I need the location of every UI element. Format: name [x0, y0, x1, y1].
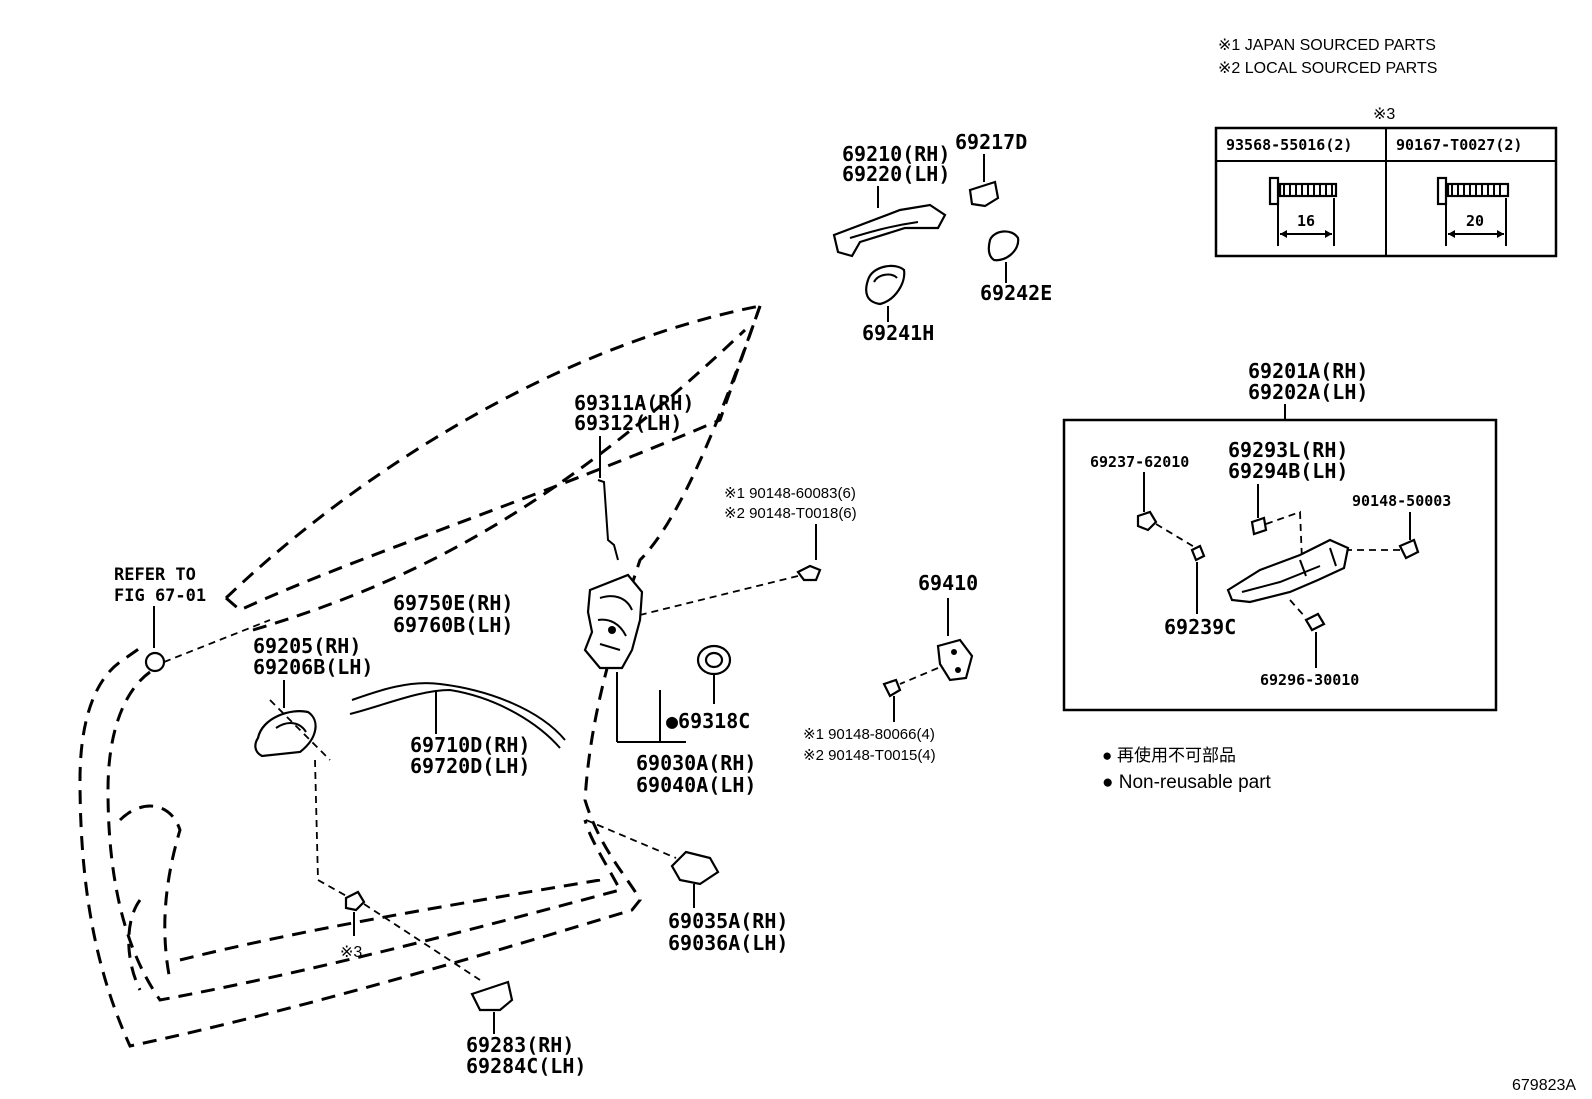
inside-handle-icon [254, 710, 317, 758]
label-69720D: 69720D(LH) [410, 754, 530, 778]
label-69710D: 69710D(RH) [410, 733, 530, 757]
note-non-reusable-en: ● Non-reusable part [1102, 772, 1272, 793]
label-69296: 69296-30010 [1260, 671, 1359, 689]
label-69220: 69220(LH) [842, 162, 950, 186]
sub-assembly-box [1062, 418, 1498, 712]
handle-frame-icon [1226, 538, 1350, 604]
label-69312: 69312(LH) [574, 411, 682, 435]
handle-pad-small-icon [987, 230, 1020, 262]
outside-handle-icon [832, 203, 947, 258]
label-69318C: ●69318C [666, 709, 750, 733]
note-japan-sourced: ※1 JAPAN SOURCED PARTS [1218, 37, 1436, 54]
handle-pad-large-icon [865, 264, 906, 306]
screw-69296-icon [1304, 612, 1326, 632]
lock-cover-icon [670, 850, 720, 886]
label-69030A: 69030A(RH) [636, 751, 756, 775]
label-refer-fig: FIG 67-01 [114, 586, 206, 606]
handle-bezel-icon [470, 980, 514, 1012]
label-69311A: 69311A(RH) [574, 391, 694, 415]
bolt-table-marker: ※3 [1373, 106, 1395, 123]
screw-90148-icon [1398, 538, 1420, 560]
label-69201A: 69201A(RH) [1248, 359, 1368, 383]
pin-69239C-icon [1190, 544, 1206, 562]
figure-id: 679823A [1512, 1077, 1576, 1094]
label-69210: 69210(RH) [842, 142, 950, 166]
striker-icon [936, 638, 974, 682]
label-69242E: 69242E [980, 281, 1052, 305]
screw-icon [796, 564, 822, 582]
spring-69293-icon [1250, 516, 1268, 536]
bolt-table: ※3 93568-55016(2) 90167-T0027(2) 16 20 [1214, 106, 1558, 258]
bolt-table-col2-part: 90167-T0027(2) [1396, 136, 1522, 154]
bolt-20-icon [1436, 176, 1510, 246]
label-69035A: 69035A(RH) [668, 909, 788, 933]
bolt-16-icon [1268, 176, 1338, 246]
label-screw-set1-b: ※2 90148-T0018(6) [724, 505, 857, 522]
clip-69237-icon [1136, 510, 1158, 532]
striker-screw-icon [882, 678, 902, 698]
label-69040A: 69040A(LH) [636, 773, 756, 797]
grommet-icon [696, 644, 732, 676]
label-69760B: 69760B(LH) [393, 613, 513, 637]
note-non-reusable-jp: ● 再使用不可部品 [1102, 745, 1236, 765]
door-outline [78, 304, 762, 1048]
label-69239C: 69239C [1164, 615, 1236, 639]
label-screw-set2-b: ※2 90148-T0015(4) [803, 747, 936, 764]
bolt-table-col1-length: 16 [1297, 212, 1315, 230]
lock-cable-icon [351, 682, 566, 741]
label-69241H: 69241H [862, 321, 934, 345]
lock-rod-icon [597, 479, 619, 561]
label-refer-to: REFER TO [114, 565, 196, 585]
label-90148-50003: 90148-50003 [1352, 492, 1451, 510]
handle-cap-icon [968, 180, 1000, 208]
bolt-table-col1-part: 93568-55016(2) [1226, 136, 1352, 154]
label-69294B: 69294B(LH) [1228, 459, 1348, 483]
label-69206B: 69206B(LH) [253, 655, 373, 679]
label-69237: 69237-62010 [1090, 453, 1189, 471]
note-local-sourced: ※2 LOCAL SOURCED PARTS [1218, 60, 1437, 77]
label-screw-set2-a: ※1 90148-80066(4) [803, 726, 935, 743]
label-69202A: 69202A(LH) [1248, 380, 1368, 404]
label-69217D: 69217D [955, 130, 1027, 154]
label-69283: 69283(RH) [466, 1033, 574, 1057]
bolt-mark3-icon [344, 890, 366, 912]
label-69036A: 69036A(LH) [668, 931, 788, 955]
label-69750E: 69750E(RH) [393, 591, 513, 615]
bolt-table-col2-length: 20 [1466, 212, 1484, 230]
label-mark3: ※3 [340, 944, 362, 961]
clip-icon [144, 651, 166, 673]
label-69293L: 69293L(RH) [1228, 438, 1348, 462]
label-69284C: 69284C(LH) [466, 1054, 586, 1078]
label-69205: 69205(RH) [253, 634, 361, 658]
label-screw-set1-a: ※1 90148-60083(6) [724, 485, 856, 502]
label-69410: 69410 [918, 571, 978, 595]
